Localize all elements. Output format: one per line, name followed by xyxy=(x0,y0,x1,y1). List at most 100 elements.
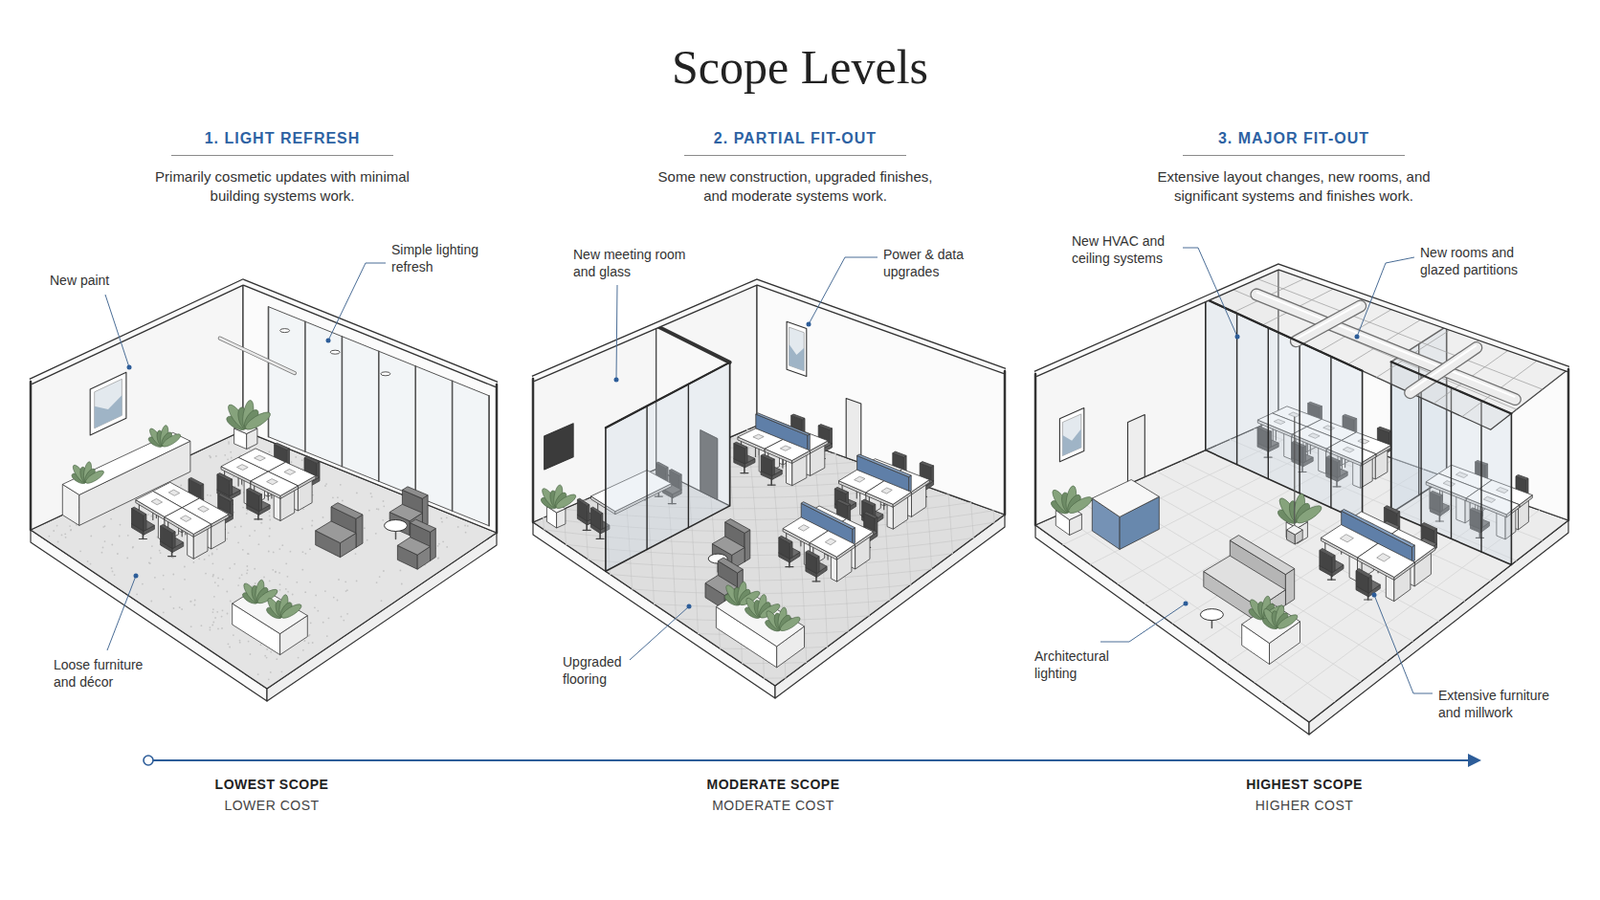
floor-speck xyxy=(346,589,349,592)
floor-pattern xyxy=(888,587,891,601)
floor-pattern xyxy=(779,567,782,580)
floor-pattern xyxy=(846,602,869,605)
floor-speck xyxy=(375,533,378,535)
floor-pattern xyxy=(970,502,973,514)
floor-pattern xyxy=(671,541,693,544)
floor-pattern xyxy=(927,494,950,498)
scope-panel: 1. LIGHT REFRESHPrimarily cosmetic updat… xyxy=(129,130,436,206)
floor-speck xyxy=(328,617,331,620)
floor-speck xyxy=(279,583,282,586)
round-table xyxy=(384,520,408,533)
floor-pattern xyxy=(824,605,827,620)
plant-leaf xyxy=(1275,612,1300,632)
floor-speck xyxy=(268,528,271,531)
desk-laptop xyxy=(881,488,892,494)
floor-pattern xyxy=(907,520,930,524)
floor-pattern xyxy=(866,563,868,577)
leader-line xyxy=(808,257,878,325)
floor-pattern xyxy=(776,519,778,532)
floor-pattern xyxy=(755,520,757,533)
floor-pattern xyxy=(844,577,847,592)
floor-pattern xyxy=(949,502,972,506)
floor-pattern xyxy=(733,509,735,521)
floor-pattern xyxy=(752,487,755,498)
floor-pattern xyxy=(740,648,743,664)
floor-speck xyxy=(229,600,232,603)
leader-line xyxy=(1356,257,1415,337)
floor-speck xyxy=(382,505,385,508)
floor-speck xyxy=(271,569,274,572)
glass-frame xyxy=(605,362,731,428)
desk-laptop xyxy=(179,515,192,523)
floor-pattern xyxy=(949,506,952,518)
floor-pattern xyxy=(952,537,975,541)
armchair-back xyxy=(744,530,751,562)
axis-label: HIGHER COST xyxy=(1199,797,1410,815)
floor-pattern xyxy=(632,589,654,592)
floor-speck xyxy=(268,451,271,454)
art-shape xyxy=(789,344,805,372)
armchair-back xyxy=(355,514,363,548)
leader-line xyxy=(629,606,689,661)
floor-pattern xyxy=(803,606,806,621)
glass-mullion xyxy=(1298,342,1300,494)
floor-speck xyxy=(285,562,288,565)
floor-speck xyxy=(253,530,256,533)
floor-speck xyxy=(203,558,206,561)
floor-pattern xyxy=(804,619,827,621)
callout-label: New paint xyxy=(49,271,127,289)
floor-pattern xyxy=(696,605,718,608)
floor-pattern xyxy=(972,522,995,527)
wall-end xyxy=(1003,371,1007,515)
floor-pattern xyxy=(928,520,931,533)
floor-speck xyxy=(227,443,230,445)
chair-back xyxy=(1319,548,1335,557)
wall-cap-outline xyxy=(30,282,497,385)
wall-cap-outline xyxy=(1035,266,1569,375)
floor-pattern xyxy=(610,574,632,577)
floor-speck xyxy=(126,557,129,560)
axis-label: LOWEST SCOPE xyxy=(166,776,378,794)
chair-back xyxy=(600,513,603,531)
floor-speck xyxy=(370,492,373,495)
callout-label: Architectural lighting xyxy=(1034,647,1131,683)
desk-laptop xyxy=(266,479,279,486)
floor-speck xyxy=(308,635,311,638)
callout-label: New meeting room and glass xyxy=(573,245,698,281)
chair-base xyxy=(1327,578,1335,580)
floor-speck xyxy=(368,510,371,512)
chair-base xyxy=(254,518,263,520)
floor-speck xyxy=(400,570,402,573)
floor-pattern xyxy=(733,508,755,510)
callout-label: New rooms and glazed partitions xyxy=(1420,244,1537,279)
leader-dot xyxy=(806,322,812,328)
floor-pattern xyxy=(694,579,697,594)
floor-speck xyxy=(64,533,67,535)
leader-line xyxy=(328,263,386,341)
floor-pattern xyxy=(886,534,909,537)
floor-pattern xyxy=(949,517,952,530)
floor-pattern xyxy=(836,462,859,465)
art-canvas xyxy=(94,378,123,429)
scope-panel: 3. MAJOR FIT-OUTExtensive layout changes… xyxy=(1140,130,1447,206)
floor-speck xyxy=(56,525,59,528)
chair-base xyxy=(812,580,821,582)
ceiling-light xyxy=(330,350,340,355)
chair-back xyxy=(733,442,748,449)
floor-pattern xyxy=(816,475,818,487)
floor-pattern xyxy=(718,634,721,649)
floor-pattern xyxy=(908,546,911,559)
floor-speck xyxy=(245,512,248,515)
chair-back xyxy=(836,499,850,507)
linear-light xyxy=(220,338,295,375)
floor-speck xyxy=(208,555,211,557)
desk-laptop xyxy=(237,465,249,471)
floor-speck xyxy=(457,526,460,529)
floor-pattern xyxy=(825,603,848,605)
callout-label: Loose furniture and décor xyxy=(53,656,164,691)
chair-back xyxy=(744,447,748,465)
privacy-panel xyxy=(852,528,855,546)
panel-heading: 1. LIGHT REFRESH xyxy=(171,130,394,156)
floor-pattern xyxy=(586,547,589,560)
floor-speck xyxy=(464,525,467,528)
